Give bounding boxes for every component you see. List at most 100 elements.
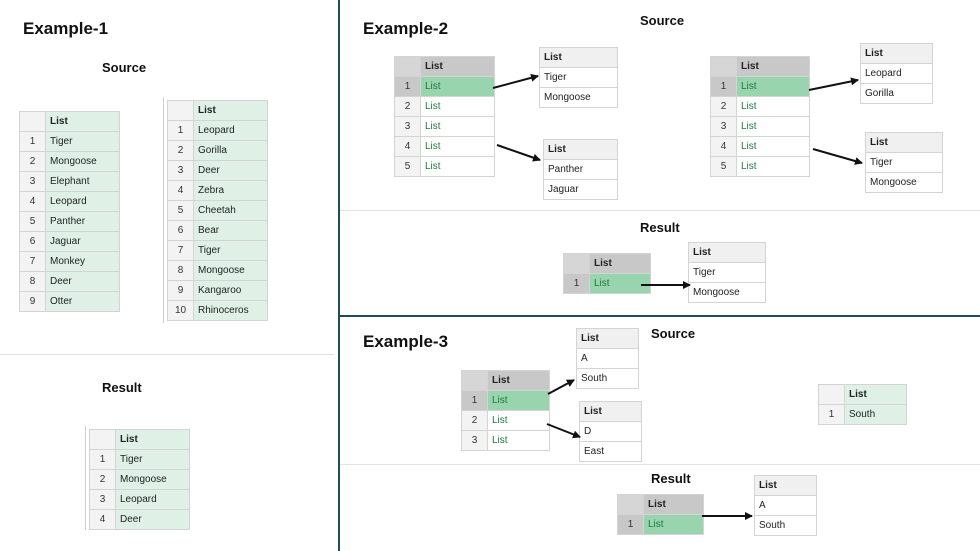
row-number: 1	[617, 514, 644, 535]
row-number: 7	[19, 251, 46, 272]
row-number: 2	[89, 469, 116, 490]
list-b-edge	[163, 97, 164, 323]
result-edge	[85, 426, 86, 530]
arrow-icon	[547, 379, 575, 395]
row-number: 8	[167, 260, 194, 281]
cell-value: Tiger	[115, 449, 190, 470]
cell-value: Tiger	[539, 67, 618, 88]
row-number: 2	[394, 96, 421, 117]
cell-value: List	[576, 328, 639, 349]
ex3-title: Example-3	[363, 332, 449, 351]
cell-value: List	[543, 139, 618, 160]
cell-value: List	[754, 475, 817, 496]
list-header: List	[45, 111, 120, 132]
corner-cell	[617, 494, 644, 515]
cell-value: Zebra	[193, 180, 268, 201]
cell-value: Leopard	[860, 63, 933, 84]
cell-value: Elephant	[45, 171, 120, 192]
arrow-icon	[546, 423, 581, 439]
ex1-title: Example-1	[23, 19, 109, 38]
list-item: Panther	[543, 159, 618, 180]
corner-cell	[710, 56, 737, 77]
arrow-icon	[496, 144, 541, 162]
row-number: 1	[89, 449, 116, 470]
row-number: 4	[167, 180, 194, 201]
list-item: Tiger	[539, 67, 618, 88]
cell-value: List	[539, 47, 618, 68]
corner-cell	[19, 111, 46, 132]
divider-ex2-ex3	[340, 315, 980, 317]
arrow-icon	[808, 77, 859, 91]
row-number: 3	[89, 489, 116, 510]
row-number: 2	[167, 140, 194, 161]
row-number: 6	[167, 220, 194, 241]
corner-cell	[394, 56, 421, 77]
list-item: Mongoose	[539, 87, 618, 108]
row-number: 2	[710, 96, 737, 117]
row-number: 5	[167, 200, 194, 221]
cell-value: D	[579, 421, 642, 442]
cell-value: List	[736, 76, 810, 97]
row-number: 1	[710, 76, 737, 97]
corner-cell	[818, 384, 845, 405]
cell-value: South	[844, 404, 907, 425]
ex2-title: Example-2	[363, 19, 449, 38]
list-item: South	[754, 515, 817, 536]
ex3-result-label: Result	[651, 471, 691, 486]
list-item: Tiger	[688, 262, 766, 283]
row-number: 3	[394, 116, 421, 137]
cell-value: Gorilla	[193, 140, 268, 161]
cell-value: List	[736, 96, 810, 117]
row-number: 9	[167, 280, 194, 301]
row-number: 7	[167, 240, 194, 261]
divider-vertical	[338, 0, 340, 551]
ex2-result-popup: List Tiger Mongoose	[688, 242, 766, 303]
cell-value: Jaguar	[543, 179, 618, 200]
cell-value: List	[860, 43, 933, 64]
cell-value: Panther	[45, 211, 120, 232]
cell-value: A	[576, 348, 639, 369]
row-number: 1	[563, 273, 590, 294]
row-number: 3	[19, 171, 46, 192]
ex1-result-label: Result	[102, 380, 142, 395]
row-number: 4	[394, 136, 421, 157]
cell-value: List	[487, 410, 550, 431]
list-item: A	[576, 348, 639, 369]
cell-value: List	[589, 273, 651, 294]
divider-ex2-result	[340, 210, 980, 211]
list-item: D	[579, 421, 642, 442]
ex2-left-popup-2: List Panther Jaguar	[543, 139, 618, 200]
cell-value: Gorilla	[860, 83, 933, 104]
list-item: Mongoose	[688, 282, 766, 303]
ex1-source-label: Source	[102, 60, 147, 75]
list-header: List	[487, 370, 550, 391]
cell-value: Bear	[193, 220, 268, 241]
cell-value: List	[487, 390, 550, 411]
row-number: 5	[710, 156, 737, 177]
ex3-popup-1: List A South	[576, 328, 639, 389]
row-number: 4	[89, 509, 116, 530]
cell-value: List	[420, 96, 495, 117]
list-item: Mongoose	[865, 172, 943, 193]
